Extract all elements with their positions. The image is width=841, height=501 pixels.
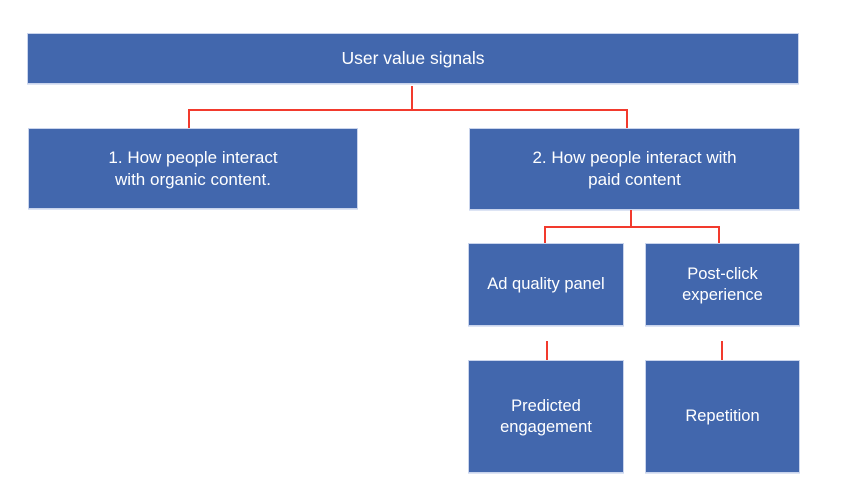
node-repetition: Repetition [645, 360, 800, 473]
connector-root-stem [411, 86, 413, 110]
node-label: Repetition [685, 407, 760, 425]
node-label-line: Post-click [687, 264, 758, 283]
connector-drop-ad-quality [544, 226, 546, 243]
connector-root-crossbar [188, 109, 628, 111]
node-paid-content: 2. How people interact with paid content [469, 128, 800, 210]
node-label-line: 1. How people interact [108, 147, 278, 167]
connector-drop-organic [188, 109, 190, 129]
connector-stub-predicted [546, 341, 548, 360]
node-label-line: experience [682, 285, 763, 304]
node-label-line: 2. How people interact with [532, 148, 737, 167]
node-label-line: with organic content. [115, 169, 271, 189]
node-label: Ad quality panel [487, 275, 605, 293]
node-predicted-engagement: Predicted engagement [468, 360, 624, 473]
connector-drop-paid [626, 109, 628, 129]
node-label-line: Predicted [511, 396, 581, 415]
node-ad-quality-panel: Ad quality panel [468, 243, 624, 326]
node-post-click-experience: Post-click experience [645, 243, 800, 326]
node-organic-content: 1. How people interact with organic cont… [28, 128, 358, 209]
connector-paid-stem [630, 210, 632, 228]
node-label-line: paid content [588, 170, 681, 189]
connector-stub-repetition [721, 341, 723, 360]
node-label: User value signals [341, 48, 485, 68]
node-label-line: engagement [500, 417, 592, 436]
connector-paid-crossbar [544, 226, 720, 228]
node-user-value-signals: User value signals [27, 33, 799, 84]
connector-drop-post-click [718, 226, 720, 243]
